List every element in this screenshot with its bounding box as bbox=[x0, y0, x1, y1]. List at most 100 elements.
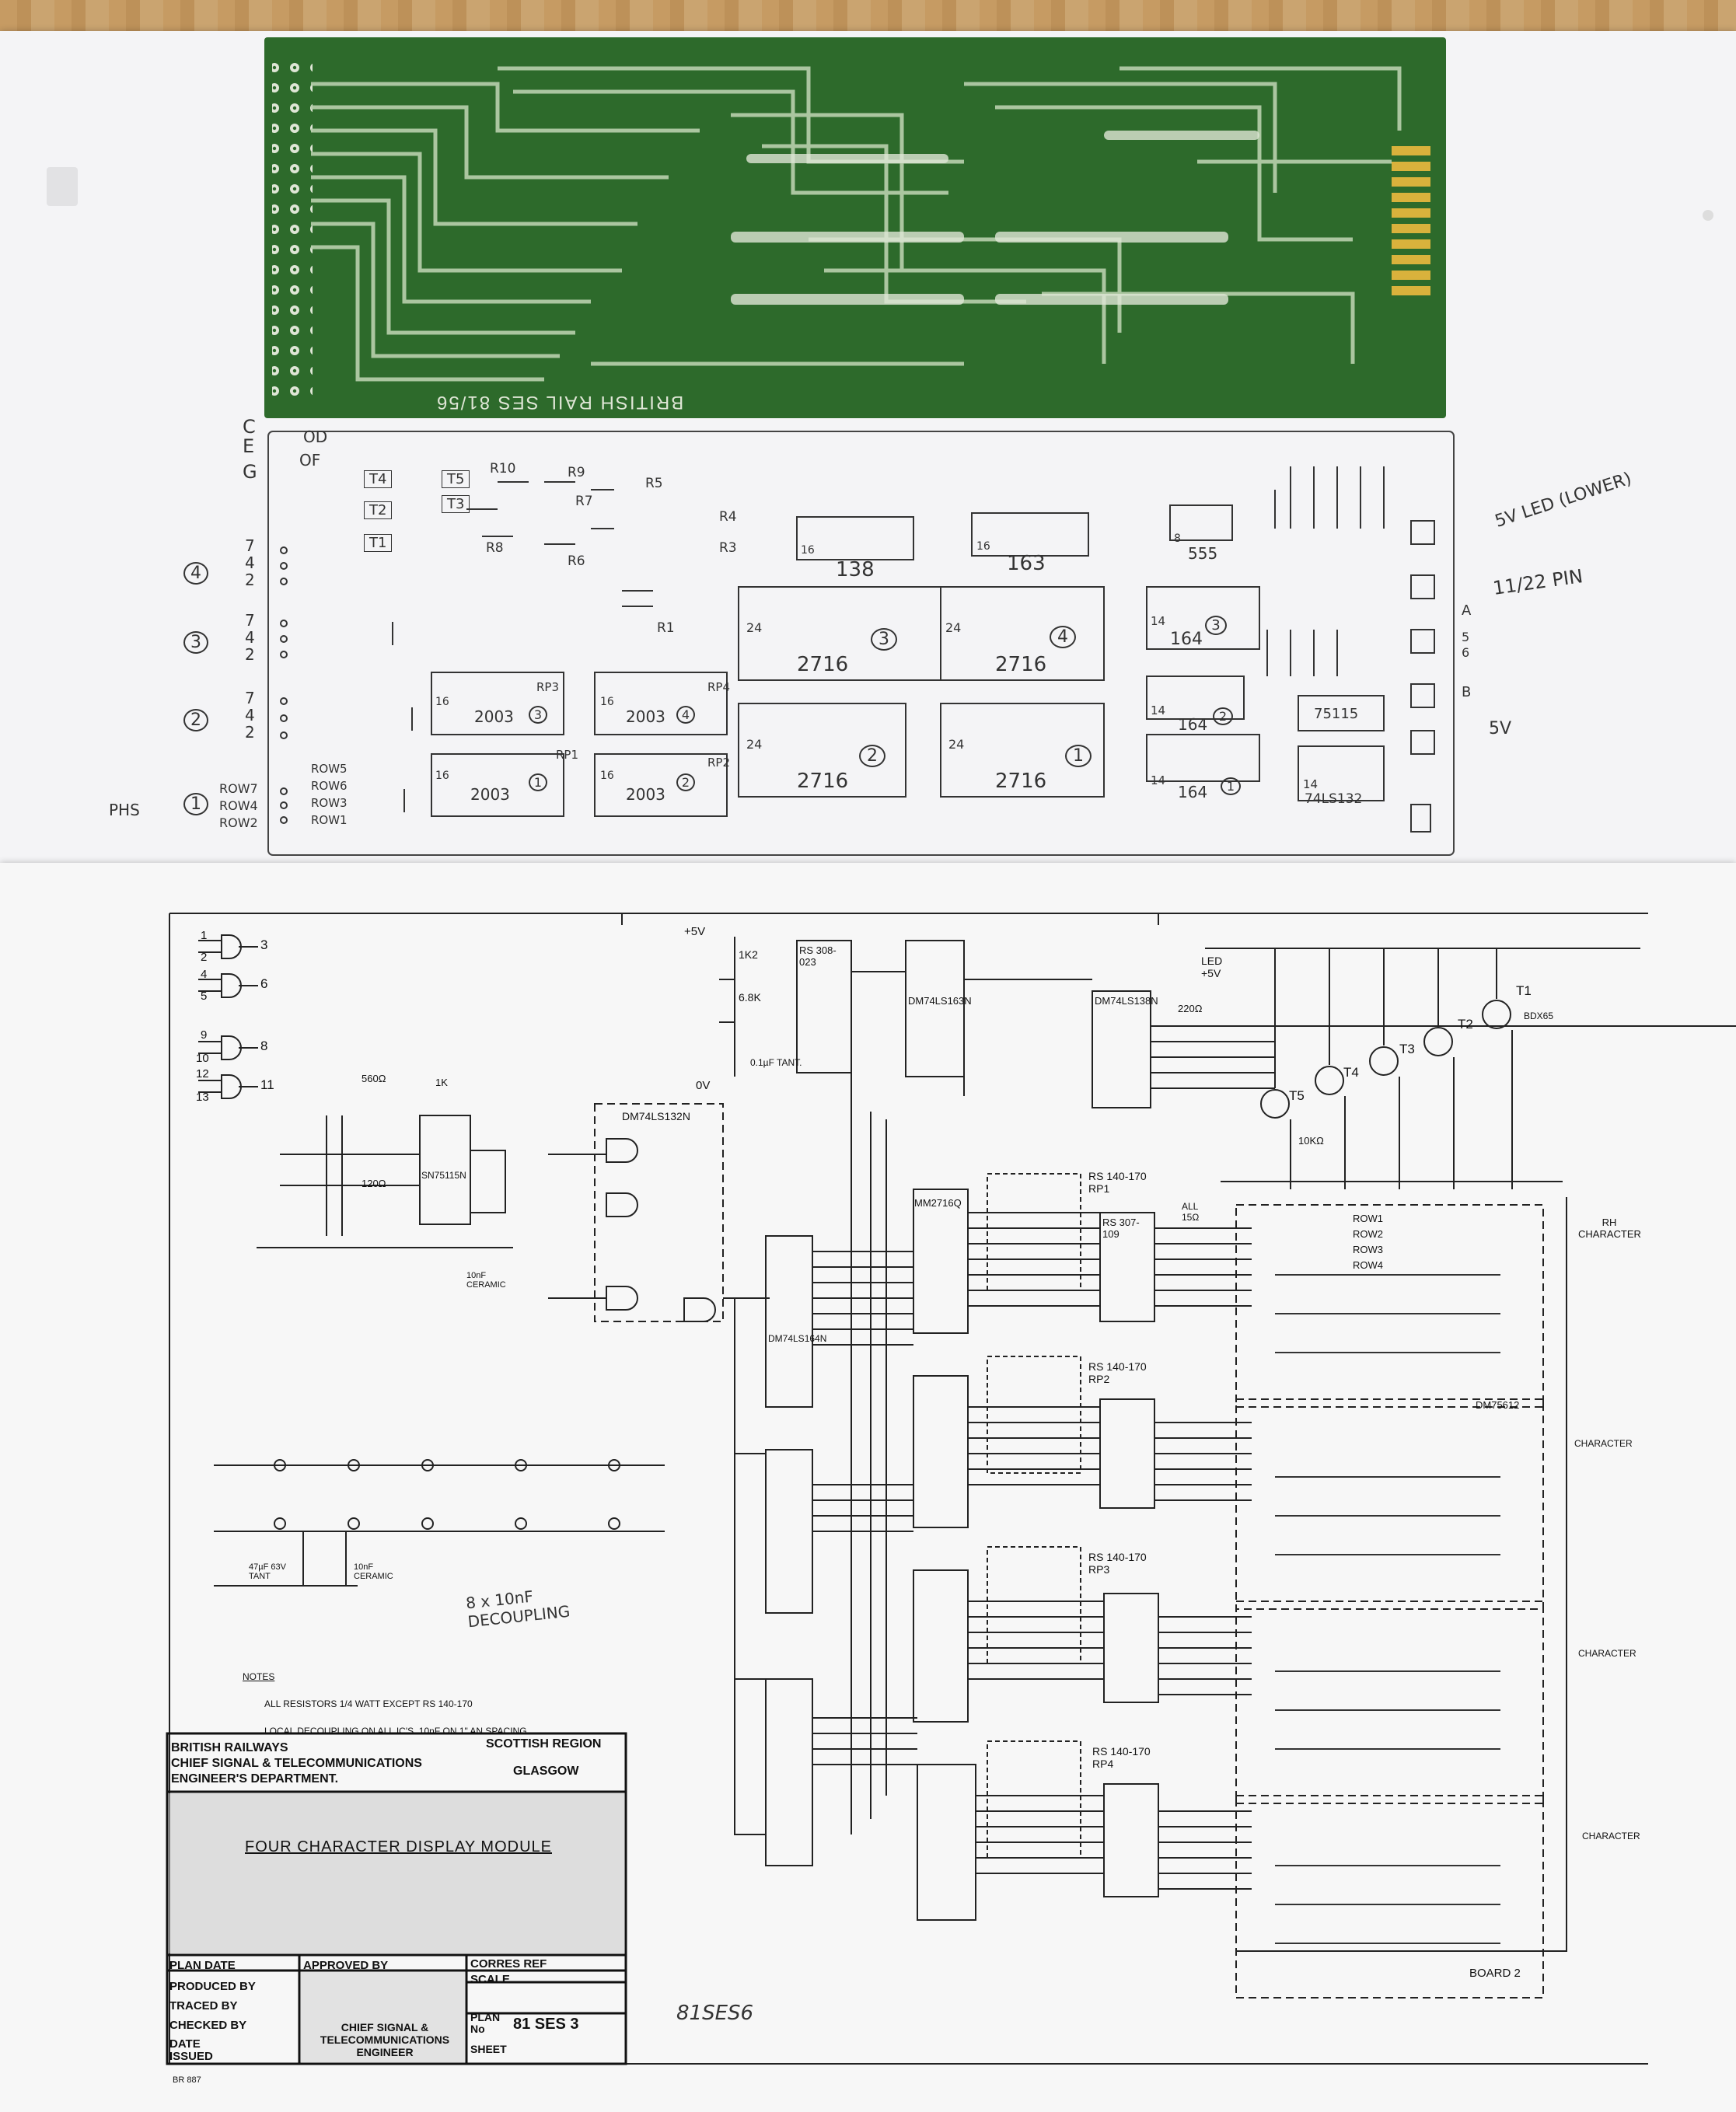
chip-2003-1-pins: 16 bbox=[435, 770, 449, 782]
chip-164-2-pins: 14 bbox=[1151, 703, 1166, 717]
gate-pin: 13 bbox=[196, 1091, 209, 1104]
gate-pin: 2 bbox=[201, 951, 208, 964]
board-label: BOARD 2 bbox=[1469, 1967, 1521, 1980]
gate-pin: 5 bbox=[201, 990, 208, 1003]
plan-no-label: PLAN No bbox=[470, 2011, 501, 2035]
row-group-marker-3: 3 bbox=[183, 631, 208, 654]
transistor-label: T2 bbox=[364, 501, 393, 519]
note-1: ALL RESISTORS 1/4 WATT EXCEPT RS 140-170 bbox=[264, 1698, 473, 1709]
rp-label: RP4 bbox=[707, 680, 731, 694]
title-org-3: ENGINEER'S DEPARTMENT. bbox=[171, 1772, 339, 1786]
transistor-t5: T5 bbox=[1289, 1088, 1305, 1103]
row-pin: 4 bbox=[245, 706, 255, 724]
resistor-value: 10KΩ bbox=[1298, 1135, 1324, 1147]
row-pin: ROW2 bbox=[219, 815, 258, 830]
chip-164-1-label: 164 bbox=[1178, 783, 1208, 801]
char-label-rh: RH CHARACTER bbox=[1578, 1217, 1641, 1240]
punch-hole bbox=[1703, 210, 1713, 221]
chip-2716-1-label: 2716 bbox=[995, 770, 1047, 793]
resistor-label: R3 bbox=[719, 540, 737, 556]
row-pin: 4 bbox=[245, 628, 255, 647]
ic-rp3-label: RS 140-170 RP3 bbox=[1088, 1551, 1147, 1576]
pin-label-g: G bbox=[243, 461, 257, 483]
row-label: ROW3 bbox=[1353, 1244, 1383, 1255]
row-label: ROW2 bbox=[1353, 1228, 1383, 1240]
transistor-t1: T1 bbox=[1516, 983, 1532, 998]
row-pin: 7 bbox=[245, 689, 255, 707]
resistor-value: 120Ω bbox=[362, 1178, 386, 1189]
chip-74ls132-label: 74LS132 bbox=[1305, 791, 1363, 807]
chip-75115-label: 75115 bbox=[1314, 706, 1359, 722]
bottom-row-label: ROW6 bbox=[311, 779, 348, 793]
ic-164-label: DM74LS164N bbox=[768, 1333, 827, 1344]
row-group-marker-2: 2 bbox=[183, 709, 208, 731]
ic-2716-label: MM2716Q bbox=[914, 1197, 962, 1209]
row-label: ROW1 bbox=[1353, 1213, 1383, 1224]
transistor-t2: T2 bbox=[1458, 1017, 1473, 1032]
traced-by-label: TRACED BY bbox=[169, 1999, 238, 2013]
right-pin-5: 5 bbox=[1462, 630, 1470, 644]
layout-sheet: BRITISH RAIL SES 81/56 bbox=[0, 31, 1736, 878]
plan-no-value: 81 SES 3 bbox=[513, 2016, 579, 2033]
resistor-value: 560Ω bbox=[362, 1073, 386, 1084]
resistor-label: R10 bbox=[490, 461, 516, 477]
resistor-label: R8 bbox=[486, 540, 504, 556]
chip-2716-1-num: 1 bbox=[1065, 745, 1092, 767]
row-pin: 2 bbox=[245, 645, 255, 664]
chip-2003-2-pins: 16 bbox=[600, 770, 614, 782]
chip-2003-1-num: 1 bbox=[529, 773, 547, 791]
pin-label-e: E bbox=[243, 435, 255, 457]
chip-163-pins: 16 bbox=[976, 540, 990, 553]
char-label: CHARACTER bbox=[1574, 1438, 1633, 1449]
chip-2716-2-pins: 24 bbox=[746, 737, 763, 752]
cap-label: 10nF CERAMIC bbox=[466, 1271, 506, 1290]
row-pin: 4 bbox=[245, 553, 255, 572]
checked-by-label: CHECKED BY bbox=[169, 2019, 247, 2032]
chip-2003-2-label: 2003 bbox=[626, 785, 665, 804]
scale-label: SCALE bbox=[470, 1973, 510, 1986]
ic-75612-label: DM75612 bbox=[1476, 1399, 1520, 1411]
ic-132-label: DM74LS132N bbox=[622, 1110, 690, 1122]
schematic-lines bbox=[166, 913, 1736, 2065]
chip-138-label: 138 bbox=[836, 558, 875, 581]
cap-label: 10nF CERAMIC bbox=[354, 1562, 393, 1581]
resistor-value: 6.8K bbox=[739, 991, 761, 1004]
ic-75115-label: SN75115N bbox=[421, 1170, 466, 1181]
transistor-t4: T4 bbox=[1343, 1065, 1359, 1080]
drawing-title: FOUR CHARACTER DISPLAY MODULE bbox=[245, 1838, 552, 1855]
resistor-label: R4 bbox=[719, 509, 737, 525]
row-pin: 7 bbox=[245, 536, 255, 555]
gate-pin: 9 bbox=[201, 1028, 208, 1042]
date-issued-label: DATE ISSUED bbox=[169, 2037, 213, 2063]
chip-2003-4-label: 2003 bbox=[626, 707, 665, 726]
chip-2716-4-num: 4 bbox=[1050, 626, 1076, 648]
pcb-photo: BRITISH RAIL SES 81/56 bbox=[264, 37, 1446, 418]
handwritten-ref: 81SES6 bbox=[676, 2002, 754, 2025]
chip-164-3-num: 3 bbox=[1205, 616, 1227, 635]
ic-rs308-label: RS 308-023 bbox=[799, 944, 837, 968]
phs-label: PHS bbox=[109, 801, 140, 819]
ic-rs307-label: RS 307-109 bbox=[1102, 1217, 1140, 1240]
gate-pin: 6 bbox=[260, 976, 268, 991]
gate-pin: 10 bbox=[196, 1052, 209, 1065]
gate-pin: 1 bbox=[201, 929, 208, 942]
bottom-row-label: ROW3 bbox=[311, 796, 348, 810]
right-pin-6: 6 bbox=[1462, 645, 1470, 660]
transistor-label: T1 bbox=[364, 534, 393, 552]
chip-164-2-num: 2 bbox=[1213, 707, 1233, 725]
chip-2716-4-label: 2716 bbox=[995, 653, 1047, 676]
rp-label: RP2 bbox=[707, 756, 731, 770]
row-pin: 7 bbox=[245, 611, 255, 630]
gate-pin: 8 bbox=[260, 1039, 268, 1053]
pin-label-c: C bbox=[243, 416, 256, 438]
ic-rp2-label: RS 140-170 RP2 bbox=[1088, 1360, 1147, 1385]
bottom-row-label: ROW1 bbox=[311, 813, 348, 827]
supply-0v-label: 0V bbox=[696, 1079, 711, 1092]
chip-555-pins: 8 bbox=[1174, 532, 1181, 545]
note-2: LOCAL DECOUPLING ON ALL IC'S. 10nF ON 1"… bbox=[264, 1726, 527, 1737]
chip-2716-1-pins: 24 bbox=[948, 737, 965, 752]
gate-pin: 12 bbox=[196, 1067, 209, 1080]
transistor-label: T5 bbox=[442, 470, 470, 488]
produced-by-label: PRODUCED BY bbox=[169, 1980, 256, 1993]
transistor-type: BDX65 bbox=[1524, 1011, 1554, 1021]
